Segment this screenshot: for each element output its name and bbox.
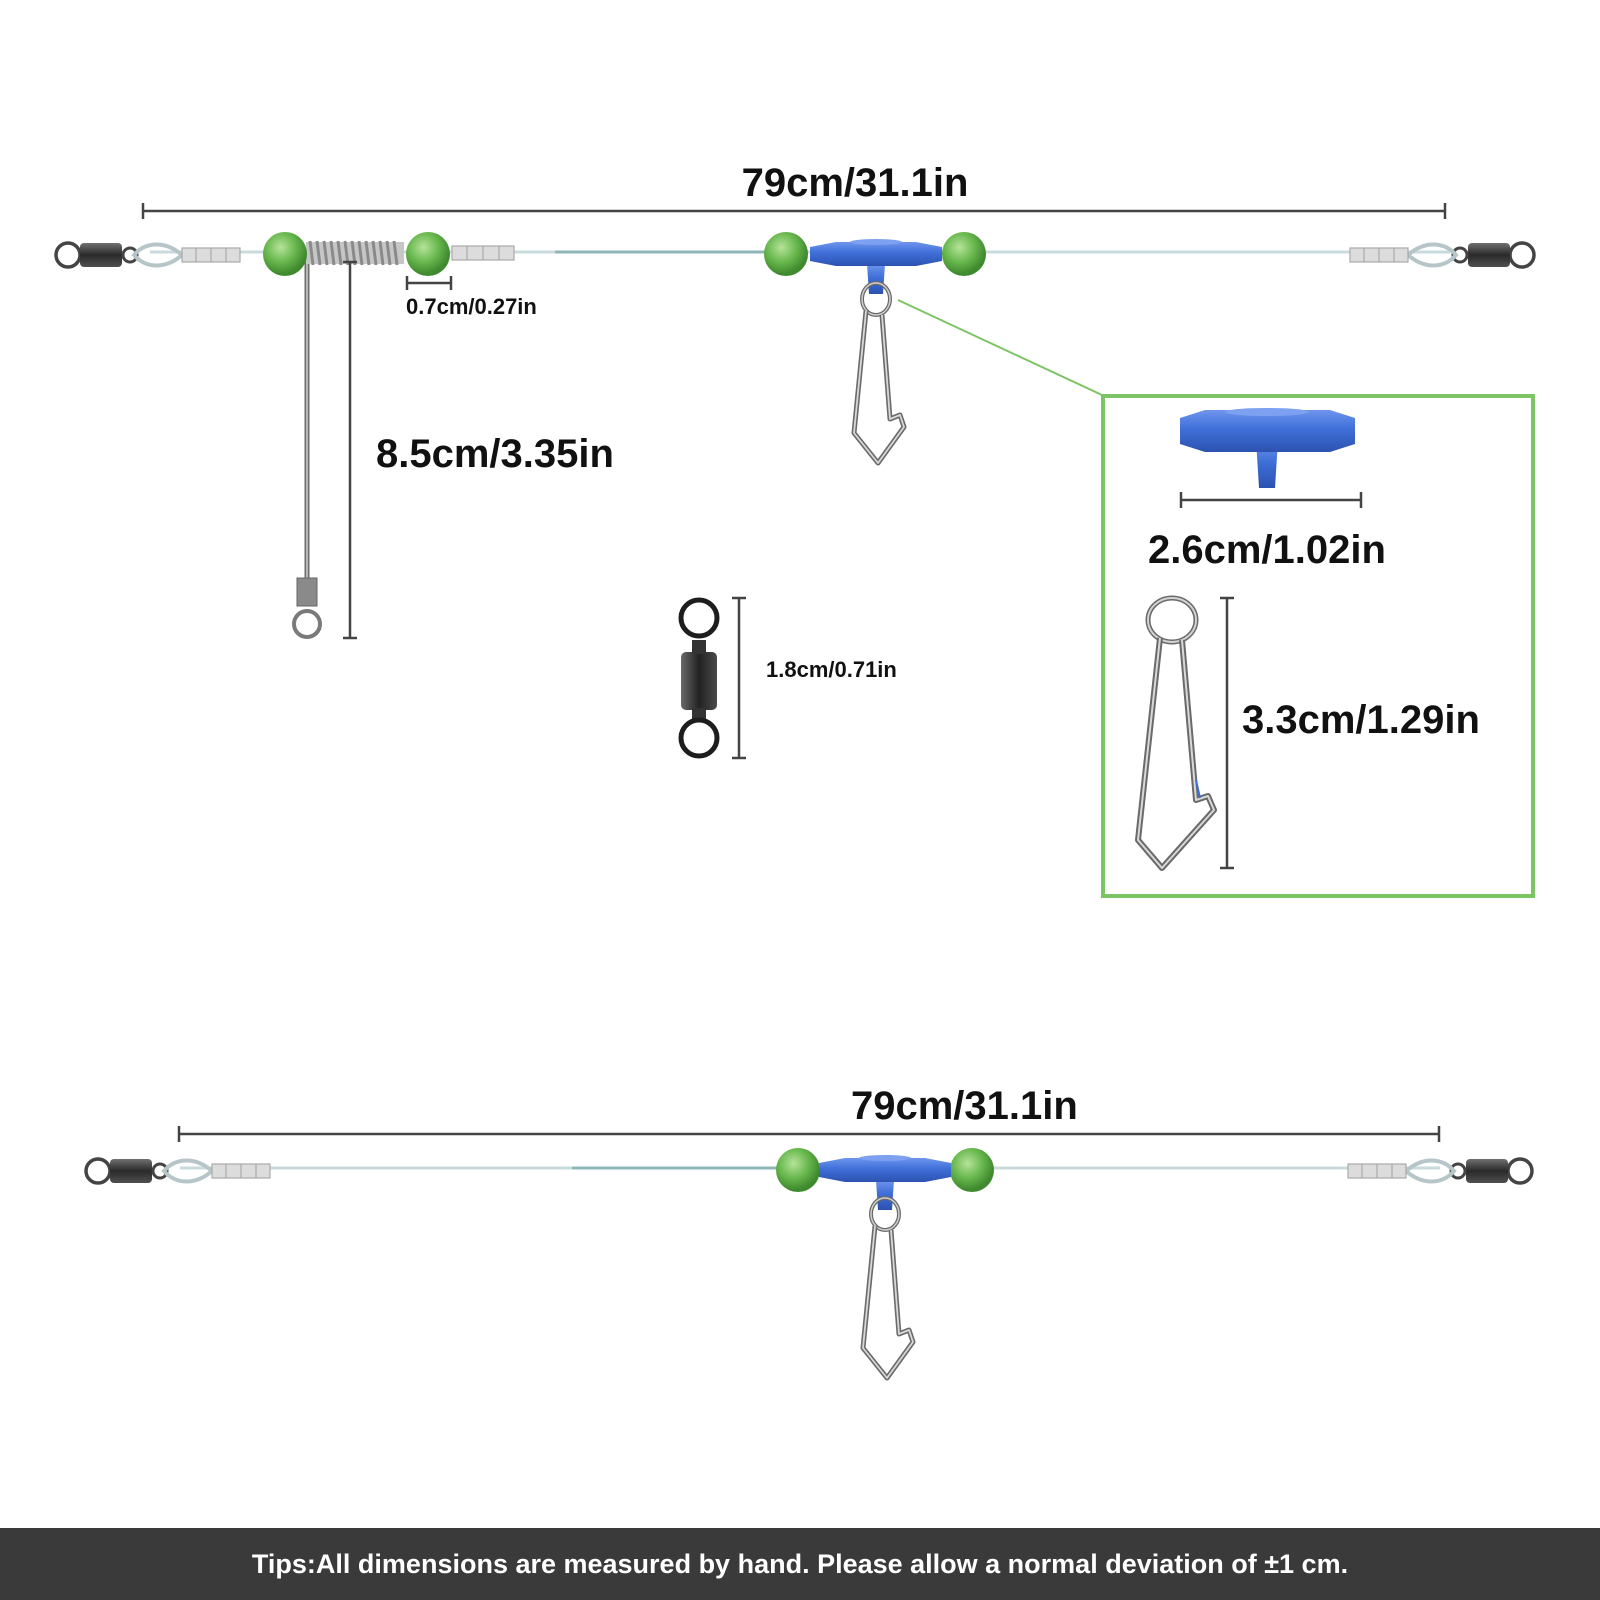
top-crimp bbox=[451, 245, 515, 261]
detail-t-connector bbox=[1180, 408, 1355, 488]
top-bead-1 bbox=[263, 232, 307, 276]
tips-text: Tips:All dimensions are measured by hand… bbox=[251, 1548, 1349, 1579]
connector-width-label: 2.6cm/1.02in bbox=[1148, 528, 1386, 572]
top-overall-length-label: 79cm/31.1in bbox=[742, 161, 969, 205]
tips-bar: Tips:All dimensions are measured by hand… bbox=[0, 1528, 1600, 1600]
bottom-bead-1 bbox=[776, 1148, 820, 1192]
detail-callout-line bbox=[897, 299, 1103, 396]
spacer-length-label: 0.7cm/0.27in bbox=[406, 294, 537, 319]
top-bead-2 bbox=[406, 232, 450, 276]
top-left-swivel bbox=[54, 241, 242, 269]
arm-dimension bbox=[343, 260, 357, 640]
top-t-connector bbox=[810, 239, 942, 294]
bottom-overall-length-label: 79cm/31.1in bbox=[851, 1084, 1078, 1128]
swivel-length-dimension bbox=[732, 596, 746, 760]
bottom-left-swivel bbox=[84, 1157, 272, 1185]
top-bead-3 bbox=[764, 232, 808, 276]
snap-length-dimension bbox=[1220, 596, 1234, 870]
bottom-overall-dimension bbox=[177, 1126, 1441, 1142]
arm-length-label: 8.5cm/3.35in bbox=[376, 432, 614, 476]
top-right-swivel bbox=[1348, 241, 1536, 269]
top-bead-4 bbox=[942, 232, 986, 276]
bottom-snap-clip bbox=[863, 1198, 913, 1378]
bottom-rig: 79cm/31.1in bbox=[84, 1084, 1534, 1378]
bottom-bead-2 bbox=[950, 1148, 994, 1192]
top-overall-dimension bbox=[141, 203, 1447, 219]
top-rig: 79cm/31.1in bbox=[54, 161, 1536, 640]
standalone-swivel bbox=[678, 597, 720, 759]
bottom-right-swivel bbox=[1346, 1157, 1534, 1185]
snap-length-label: 3.3cm/1.29in bbox=[1242, 698, 1480, 742]
connector-width-dimension bbox=[1179, 492, 1363, 508]
detail-snap-clip bbox=[1135, 595, 1217, 871]
detail-box: 2.6cm/1.02in 3.3cm/1.29in bbox=[1101, 394, 1535, 898]
spacer-dimension bbox=[405, 276, 453, 290]
swivel-length-label: 1.8cm/0.71in bbox=[766, 657, 897, 682]
top-snap-clip bbox=[854, 283, 904, 463]
bottom-t-connector bbox=[819, 1155, 951, 1210]
